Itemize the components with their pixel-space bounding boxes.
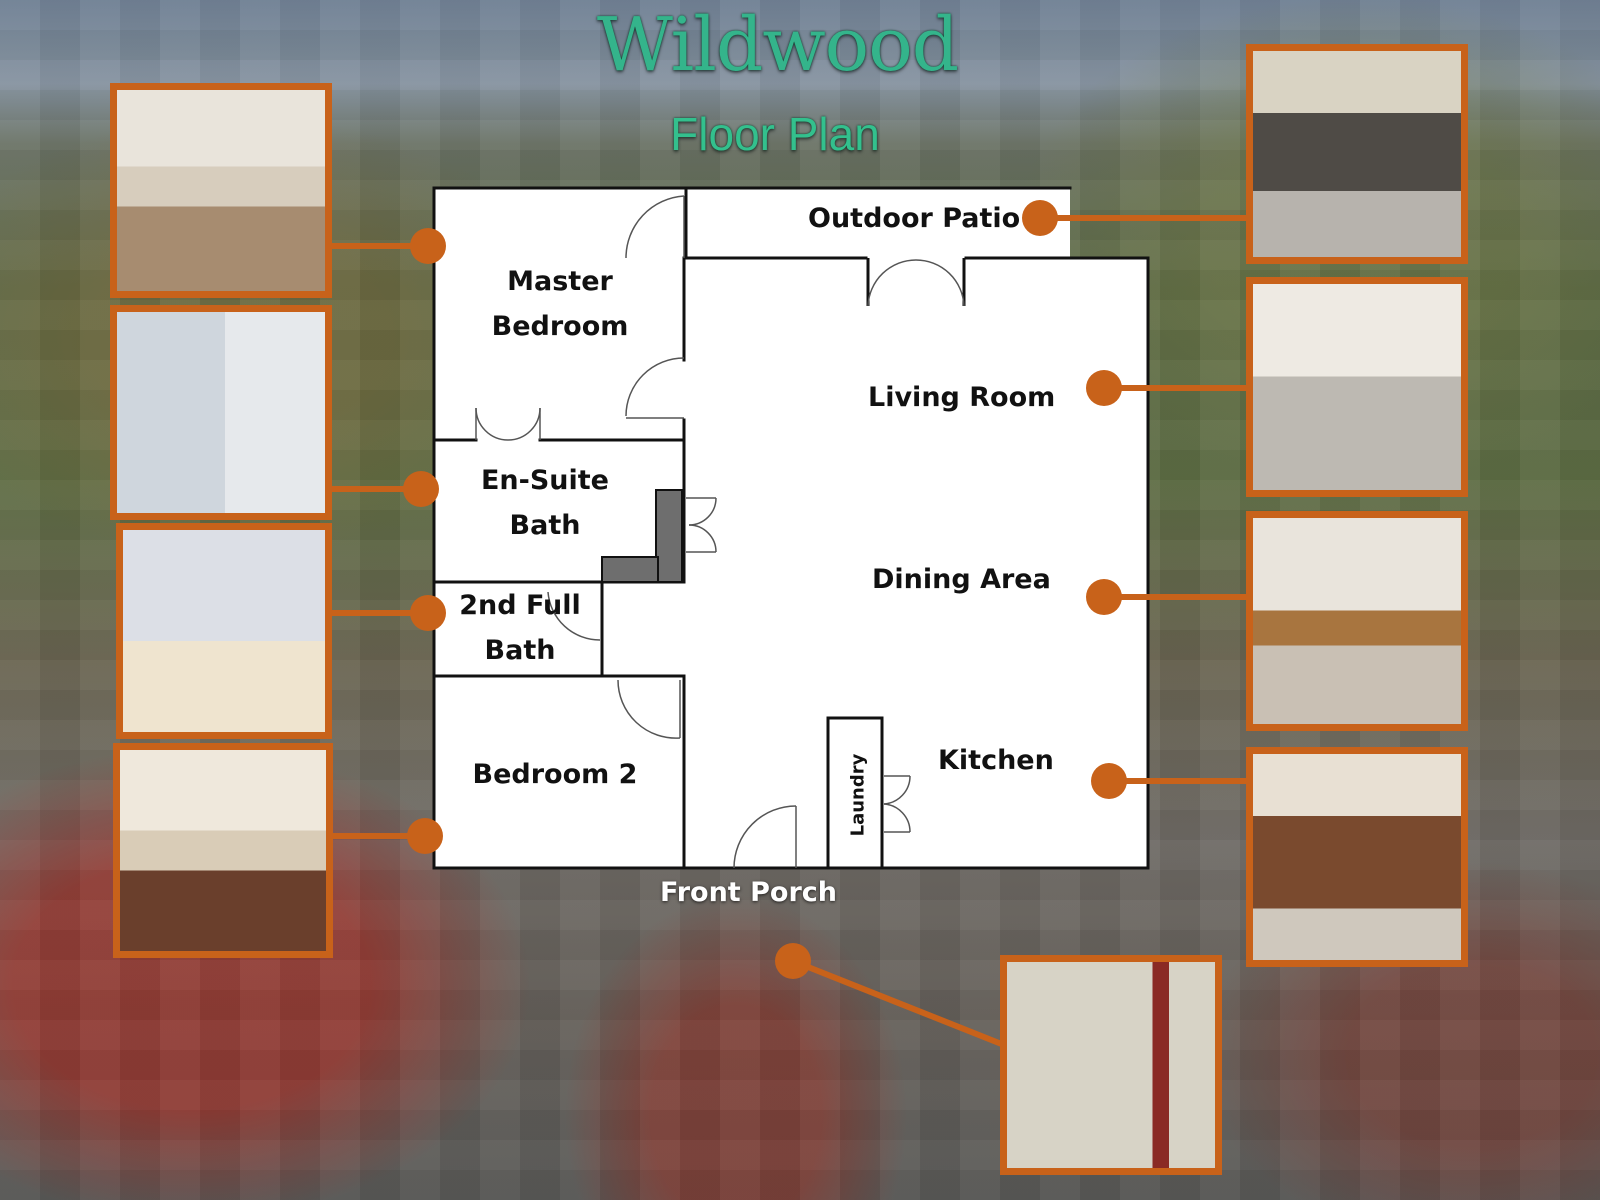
room-label-living-room: Living Room (868, 382, 1056, 413)
photo-scene (1253, 51, 1461, 257)
bedroom-2-photo[interactable] (113, 743, 333, 958)
floor-patio (684, 188, 1070, 258)
photo-scene (117, 312, 325, 513)
connector-dot (410, 228, 446, 264)
room-label-line: Bath (484, 635, 556, 666)
front-porch-photo[interactable] (1000, 955, 1222, 1175)
room-label-ensuite-bath: En-Suite Bath (475, 458, 615, 548)
room-label-line: En-Suite (480, 465, 609, 496)
ensuite-bath-photo[interactable] (110, 305, 332, 520)
connector-dot (1022, 200, 1058, 236)
connector-line (791, 958, 1006, 1048)
page-title: Wildwood (596, 2, 959, 88)
room-label-outdoor-patio: Outdoor Patio (808, 203, 1021, 234)
floor-left-wing (434, 188, 684, 868)
room-label-2nd-full-bath: 2nd Full Bath (455, 583, 585, 673)
page-subtitle: Floor Plan (670, 108, 880, 160)
room-label-bedroom-2: Bedroom 2 (472, 759, 638, 790)
photo-scene (120, 750, 326, 951)
room-label-front-porch: Front Porch (660, 877, 837, 908)
connector-dot (403, 471, 439, 507)
dining-area-photo[interactable] (1246, 511, 1468, 731)
closet-block (601, 556, 659, 583)
connector-dot (1086, 370, 1122, 406)
outdoor-patio-photo[interactable] (1246, 44, 1468, 264)
room-label-laundry: Laundry (847, 753, 869, 837)
connector-dot (1091, 763, 1127, 799)
photo-scene (1253, 518, 1461, 724)
connector-dot (407, 818, 443, 854)
connector-dot (410, 595, 446, 631)
room-label-line: 2nd Full (459, 590, 581, 621)
room-label-dining-area: Dining Area (872, 564, 1051, 595)
room-label-master-bedroom: Master Bedroom (490, 259, 630, 349)
room-label-line: Master (507, 266, 613, 297)
photo-scene (1007, 962, 1215, 1168)
kitchen-photo[interactable] (1246, 747, 1468, 967)
second-bath-photo[interactable] (116, 523, 332, 739)
master-bedroom-photo[interactable] (110, 83, 332, 298)
photo-scene (123, 530, 325, 732)
living-room-photo[interactable] (1246, 277, 1468, 497)
photo-scene (117, 90, 325, 291)
floor-main (684, 258, 1148, 868)
connector-dot (775, 943, 811, 979)
photo-scene (1253, 754, 1461, 960)
photo-scene (1253, 284, 1461, 490)
room-label-kitchen: Kitchen (938, 745, 1054, 776)
closet-block (655, 489, 683, 583)
room-label-line: Bath (509, 510, 581, 541)
room-label-line: Bedroom (491, 311, 629, 342)
connector-dot (1086, 579, 1122, 615)
